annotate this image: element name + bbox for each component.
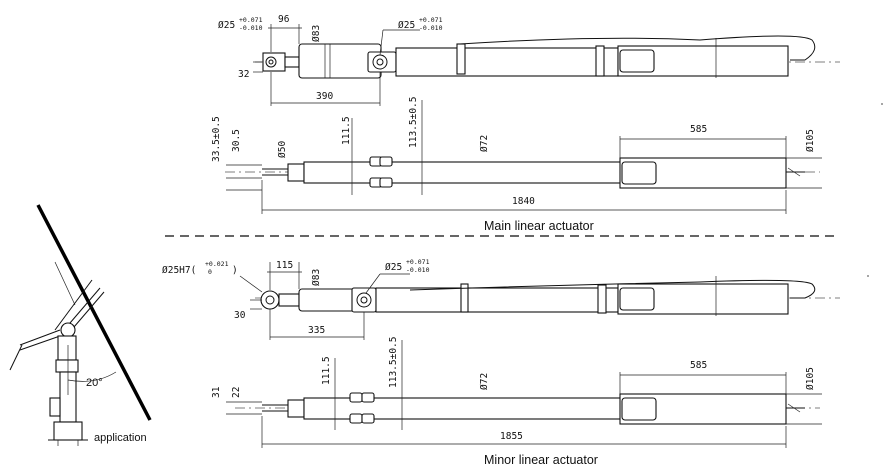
main-dim-96: 96 bbox=[278, 14, 290, 25]
minor-top-left-eye bbox=[260, 290, 280, 310]
main-dim-113-5: 113.5±0.5 bbox=[408, 97, 419, 148]
minor-top-view: Ø25H7( +0.021 0 ) 115 Ø83 Ø25 +0.071 -0.… bbox=[162, 258, 840, 340]
minor-dim-105: Ø105 bbox=[805, 367, 816, 390]
main-dim-1840: 1840 bbox=[512, 196, 535, 207]
main-dim-585: 585 bbox=[690, 124, 707, 135]
minor-hole-left-label: Ø25H7( bbox=[162, 265, 196, 276]
solar-panel bbox=[36, 204, 152, 421]
minor-dim-83: Ø83 bbox=[311, 269, 322, 286]
main-dim-50: Ø50 bbox=[277, 141, 288, 158]
main-top-tube bbox=[395, 47, 619, 77]
speck bbox=[867, 275, 869, 277]
minor-dim-30: 30 bbox=[234, 310, 246, 321]
minor-dim-113-5: 113.5±0.5 bbox=[388, 337, 399, 388]
minor-dim-31: 31 bbox=[211, 386, 222, 398]
main-side-nut bbox=[287, 163, 305, 182]
main-actuator-caption: Main linear actuator bbox=[484, 219, 594, 233]
minor-dim-22: 22 bbox=[231, 387, 242, 398]
main-dim-30-5: 30.5 bbox=[231, 129, 242, 152]
main-hole-right-label: Ø25 bbox=[398, 20, 415, 31]
minor-dim-585: 585 bbox=[690, 360, 707, 371]
minor-dim-115: 115 bbox=[276, 260, 293, 271]
minor-dim-111-5: 111.5 bbox=[321, 356, 332, 385]
main-dim-83: Ø83 bbox=[311, 25, 322, 42]
main-side-view: 33.5±0.5 30.5 Ø50 111.5 113.5±0.5 Ø72 58… bbox=[211, 97, 822, 233]
minor-actuator-caption: Minor linear actuator bbox=[484, 453, 598, 467]
main-hole-left-label: Ø25 bbox=[218, 20, 235, 31]
minor-hole-right-label: Ø25 bbox=[385, 262, 402, 273]
main-dim-72: Ø72 bbox=[479, 135, 490, 152]
main-top-view: 96 Ø83 Ø25 +0.071 -0.010 Ø25 +0.071 -0.0… bbox=[218, 14, 840, 106]
svg-text:-0.010: -0.010 bbox=[406, 266, 430, 274]
minor-top-tube bbox=[375, 287, 619, 313]
main-dim-105: Ø105 bbox=[805, 129, 816, 152]
svg-text:+0.021: +0.021 bbox=[205, 260, 229, 268]
mount-post-top bbox=[57, 335, 77, 361]
main-top-left-hole bbox=[265, 56, 277, 68]
minor-dim-335: 335 bbox=[308, 325, 325, 336]
svg-text:+0.071: +0.071 bbox=[406, 258, 430, 266]
minor-top-right-clevis bbox=[351, 287, 377, 313]
speck bbox=[881, 103, 883, 105]
svg-text:-0.010: -0.010 bbox=[239, 24, 263, 32]
minor-dim-72: Ø72 bbox=[479, 373, 490, 390]
svg-text:+0.071: +0.071 bbox=[239, 16, 263, 24]
application-sketch: 20° application bbox=[9, 204, 152, 446]
main-dim-32: 32 bbox=[238, 69, 249, 80]
svg-text:): ) bbox=[232, 265, 238, 276]
minor-dim-1855: 1855 bbox=[500, 431, 523, 442]
minor-side-view: 31 22 111.5 113.5±0.5 Ø72 585 Ø105 1855 … bbox=[211, 337, 822, 467]
application-label: application bbox=[94, 432, 147, 444]
main-dim-33-5: 33.5±0.5 bbox=[211, 116, 222, 162]
main-top-cable bbox=[459, 35, 816, 61]
svg-text:-0.010: -0.010 bbox=[419, 24, 443, 32]
svg-text:+0.071: +0.071 bbox=[419, 16, 443, 24]
minor-top-cable bbox=[409, 279, 816, 299]
minor-side-nut bbox=[287, 399, 305, 418]
main-dim-111-5: 111.5 bbox=[341, 116, 352, 145]
svg-text:0: 0 bbox=[208, 268, 212, 276]
angle-label: 20° bbox=[86, 377, 103, 389]
main-dim-390: 390 bbox=[316, 91, 333, 102]
